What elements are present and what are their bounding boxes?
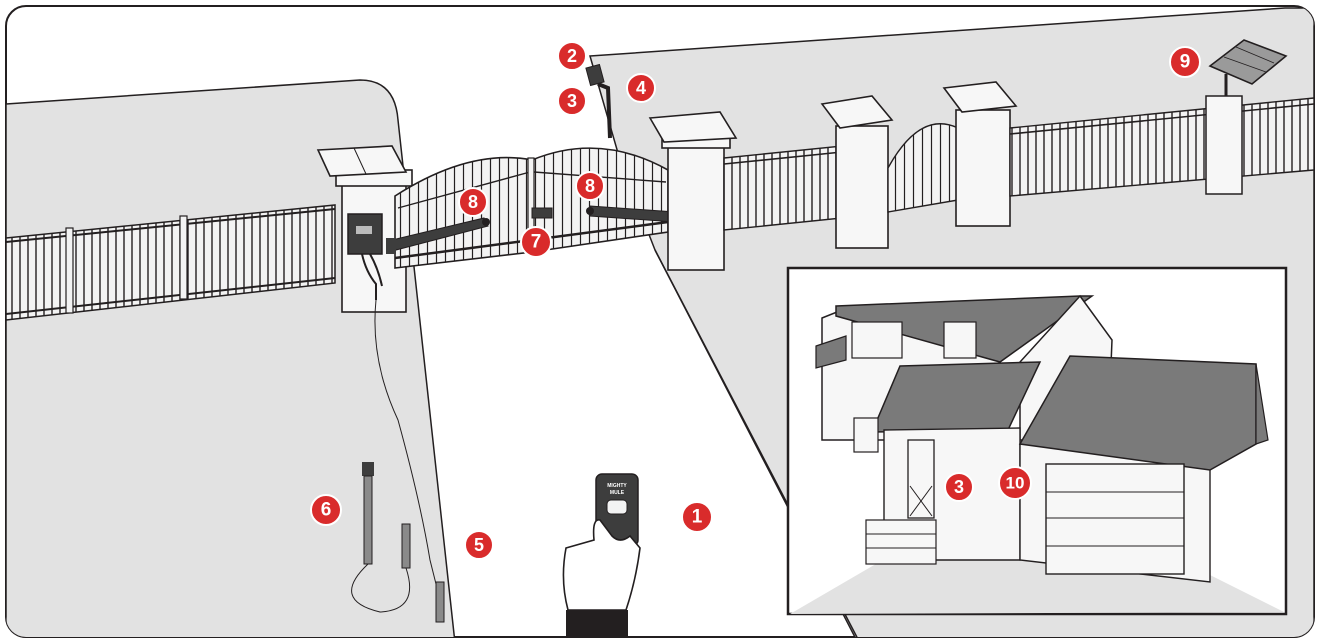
callout-exit-wand: 6	[310, 494, 342, 526]
garage-door	[1045, 463, 1185, 575]
remote-button[interactable]	[606, 499, 628, 515]
callout-house-keypad: 3	[944, 472, 974, 502]
pedestrian-gate-pillars	[820, 81, 1018, 249]
keypad-pole	[585, 63, 612, 139]
svg-text:5: 5	[474, 535, 484, 555]
callout-keypad-mid: 3	[557, 86, 587, 116]
svg-text:1: 1	[692, 507, 703, 528]
solar-panel-icon	[1205, 39, 1288, 195]
keypad-icon	[585, 63, 605, 87]
center-pillar	[648, 111, 738, 271]
svg-text:3: 3	[954, 477, 964, 497]
callout-solar-panel: 9	[1169, 46, 1201, 78]
callout-driveway: 5	[464, 530, 494, 560]
control-box	[347, 213, 441, 601]
remote-control-icon: MIGHTY MULE	[562, 473, 641, 637]
right-fence-a	[723, 145, 843, 231]
svg-text:3: 3	[567, 91, 577, 111]
svg-text:2: 2	[567, 46, 577, 66]
svg-text:6: 6	[321, 500, 332, 521]
callout-gate-opener-right: 8	[575, 171, 605, 201]
svg-text:8: 8	[468, 192, 478, 212]
remote-brand-line1: MIGHTY	[607, 483, 627, 489]
callout-keypad-top: 2	[557, 41, 587, 71]
svg-text:9: 9	[1180, 52, 1191, 73]
gate-opener-arm-left	[386, 217, 490, 254]
remote-brand-line2: MULE	[610, 490, 625, 496]
callout-keypad-pole: 4	[626, 73, 656, 103]
svg-text:4: 4	[636, 78, 646, 98]
callout-garage: 10	[998, 466, 1032, 500]
callout-gate-lock: 7	[520, 226, 552, 258]
exit-wand-icon	[351, 462, 445, 623]
svg-text:8: 8	[585, 176, 595, 196]
driveway-gate	[394, 147, 669, 269]
left-fence	[6, 204, 336, 321]
house-inset	[786, 266, 1288, 616]
svg-text:10: 10	[1006, 474, 1025, 493]
svg-text:7: 7	[531, 232, 542, 253]
callout-remote-control: 1	[681, 501, 713, 533]
gate-lock	[531, 207, 553, 219]
callout-gate-opener-left: 8	[458, 187, 488, 217]
